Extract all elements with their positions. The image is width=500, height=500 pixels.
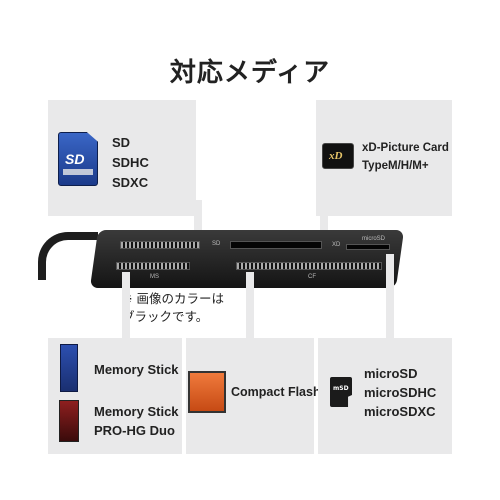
- ms-label: Memory Stick: [94, 362, 179, 377]
- ms-pro-label-1: Memory Stick: [94, 404, 179, 419]
- color-note: ※ 画像のカラーは ブラックです。: [122, 290, 224, 326]
- memory-stick-icon: [60, 344, 78, 392]
- xd-slot: [230, 241, 322, 249]
- sd-label: SD: [112, 135, 131, 150]
- xd-label: xD-Picture Card: [362, 142, 449, 154]
- microsd-card-icon: mSD: [330, 377, 352, 407]
- cf-connector: [246, 272, 254, 340]
- ms-pro-label-2: PRO-HG Duo: [94, 423, 175, 438]
- microsdhc-label: microSDHC: [364, 385, 437, 400]
- cf-label: Compact Flash: [231, 385, 321, 399]
- compact-flash-icon: [188, 371, 226, 413]
- xd-connector: [320, 208, 328, 242]
- microsdxc-label: microSDXC: [364, 404, 436, 419]
- xd-card-icon: xD: [322, 143, 354, 169]
- sdxc-label: SDXC: [112, 175, 149, 190]
- ms-slot: [116, 262, 190, 270]
- reader-label-ms: MS: [150, 274, 159, 280]
- page-title: 対応メディア: [169, 58, 331, 88]
- ms-connector: [122, 272, 130, 340]
- microsd-slot: [346, 244, 390, 250]
- microsd-label: microSD: [364, 366, 418, 381]
- reader-label-sd: SD: [212, 241, 221, 247]
- microsd-connector: [386, 254, 394, 340]
- sd-connector: [194, 200, 202, 242]
- reader-label-microsd: microSD: [362, 236, 386, 242]
- usb-cable: [38, 232, 98, 280]
- xd-type-label: TypeM/H/M+: [362, 160, 429, 172]
- memory-stick-pro-hg-icon: [59, 400, 79, 442]
- sd-card-icon: SD: [58, 132, 98, 186]
- sd-slot: [120, 241, 200, 249]
- color-note-line-2: ブラックです。: [122, 309, 209, 324]
- cf-slot: [236, 262, 382, 270]
- reader-label-cf: CF: [308, 274, 316, 280]
- reader-label-xd: XD: [332, 242, 341, 248]
- color-note-line-1: ※ 画像のカラーは: [122, 291, 224, 306]
- sdhc-label: SDHC: [112, 155, 149, 170]
